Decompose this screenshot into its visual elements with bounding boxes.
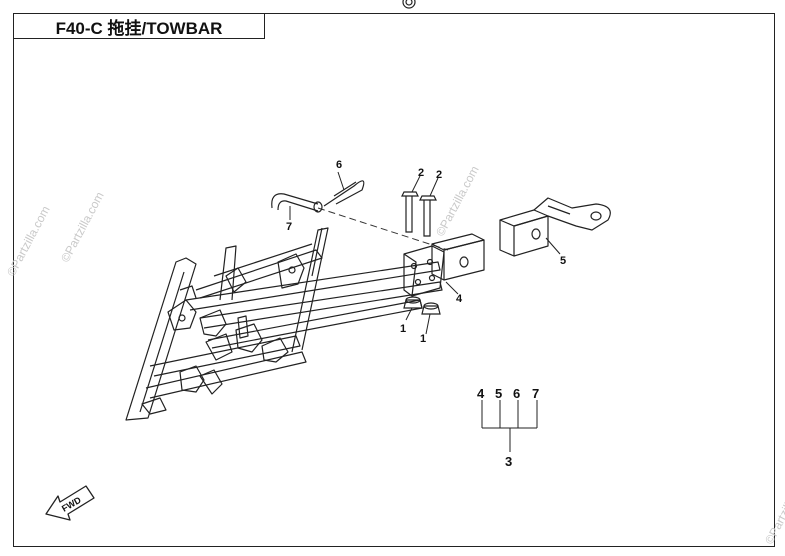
registration-mark bbox=[402, 0, 416, 9]
receiver-bracket bbox=[403, 233, 485, 297]
kit-member-5: 5 bbox=[495, 386, 502, 401]
kit-member-4: 4 bbox=[477, 386, 485, 401]
callout-7: 7 bbox=[286, 221, 292, 233]
callout-1-right: 1 bbox=[420, 333, 426, 345]
nut-right bbox=[421, 302, 441, 315]
alignment-line bbox=[317, 207, 449, 251]
callout-2-left: 2 bbox=[418, 167, 424, 179]
kit-member-7: 7 bbox=[532, 386, 539, 401]
kit-member-6: 6 bbox=[513, 386, 520, 401]
ball-mount bbox=[499, 197, 611, 257]
callout-5: 5 bbox=[560, 255, 566, 267]
page-title: F40-C 拖挂/TOWBAR bbox=[13, 13, 265, 39]
fwd-arrow-icon: FWD bbox=[45, 485, 95, 521]
bolt-right bbox=[419, 195, 437, 237]
leader-lines bbox=[289, 171, 561, 335]
kit-assembly-3: 3 bbox=[505, 454, 512, 469]
kit-bracket bbox=[481, 400, 538, 452]
diagram-border bbox=[13, 13, 775, 547]
hitch-clip bbox=[323, 180, 365, 207]
hitch-pin bbox=[271, 193, 323, 213]
callout-4: 4 bbox=[456, 293, 463, 305]
bolt-left bbox=[401, 191, 419, 233]
vehicle-frame bbox=[125, 227, 443, 421]
callout-2-right: 2 bbox=[436, 169, 442, 181]
callout-1-left: 1 bbox=[400, 323, 406, 335]
callout-6: 6 bbox=[336, 159, 342, 171]
nut-left bbox=[403, 296, 423, 309]
